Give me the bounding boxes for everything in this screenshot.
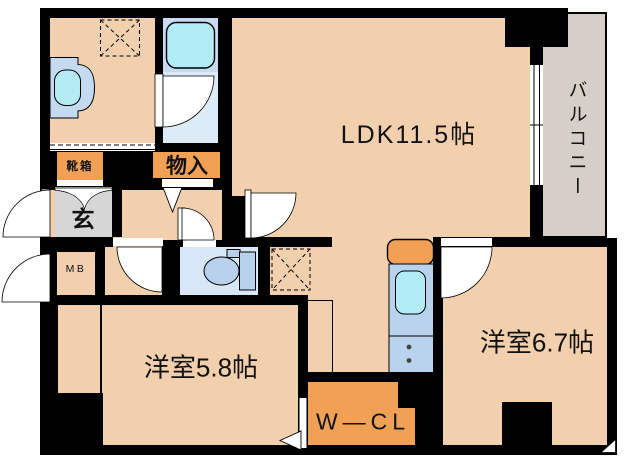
wall-outer-right <box>607 238 617 455</box>
bathroom-door <box>154 73 215 128</box>
entrance-door <box>2 188 51 238</box>
wall-balcony-lower <box>530 185 543 238</box>
closet-folding-door <box>162 179 213 214</box>
bathtub-icon <box>165 21 216 69</box>
bedroom2-door <box>440 238 493 299</box>
meter-box-floor <box>57 252 95 295</box>
wcl-folding-door <box>278 398 307 451</box>
washing-machine-pan-2-icon <box>271 248 311 291</box>
kitchen-sink-icon <box>395 270 426 315</box>
wall-left-niche <box>50 305 58 393</box>
wall-bedroom1-top <box>103 295 308 305</box>
wall-corner-bottom-left <box>50 393 103 455</box>
wall-entrance-right <box>112 185 122 237</box>
meter-box-door <box>1 253 51 303</box>
pillar-bedroom2 <box>502 402 552 445</box>
balcony-area <box>541 12 607 238</box>
toilet-door <box>177 207 216 247</box>
wall-hall-left-upper <box>222 145 232 246</box>
wall-below-entrance <box>40 237 113 247</box>
shoe-box <box>57 152 103 180</box>
toilet-icon <box>203 249 256 291</box>
bedroom-large-label: 洋室6.7帖 <box>479 327 595 358</box>
stove-burner-icon <box>406 344 412 350</box>
bedroom1-door <box>113 238 163 293</box>
wall-wcl-top <box>298 372 443 382</box>
shoe-box-gap <box>57 180 103 186</box>
closet-label: 物入 <box>166 155 208 178</box>
washing-machine-pan-icon <box>100 19 140 57</box>
balcony-window <box>530 65 543 185</box>
shoe-box-label: 靴箱 <box>66 161 94 173</box>
ldk-door <box>244 189 297 239</box>
wall-balcony-upper <box>530 18 543 65</box>
wall-wcl-right <box>415 408 443 455</box>
meter-box-label: MB <box>65 263 87 275</box>
walk-in-closet-label: W—CL <box>315 408 411 435</box>
wall-outer-top <box>40 8 568 18</box>
walk-in-closet-lower <box>308 408 415 445</box>
entrance-step <box>54 187 113 211</box>
walk-in-closet-upper <box>308 382 398 408</box>
wall-outer-bottom <box>40 445 617 455</box>
niche-divider-line <box>100 300 102 393</box>
washroom-sliding-door <box>50 143 155 151</box>
kitchen-unit <box>386 238 435 373</box>
entrance-label: 玄 <box>71 206 95 232</box>
wall-bedroom2-top <box>443 237 607 247</box>
wall-hall-left-lower <box>232 196 247 246</box>
corner-notch <box>600 438 616 453</box>
stove-burner-icon <box>406 358 412 363</box>
closet-box <box>153 152 220 178</box>
washbasin-icon <box>49 57 96 119</box>
ldk-label: LDK11.5帖 <box>340 121 478 149</box>
wall-bath-right <box>218 18 232 150</box>
balcony-label: バルコニー <box>565 80 587 200</box>
bedroom-small-label: 洋室5.8帖 <box>143 352 259 383</box>
kitchen-floor-marker <box>308 300 333 372</box>
refrigerator-icon <box>386 238 435 266</box>
wall-ldk-south <box>222 237 332 247</box>
wall-wcl-step <box>398 382 443 408</box>
wall-kitchen-right <box>433 237 443 455</box>
